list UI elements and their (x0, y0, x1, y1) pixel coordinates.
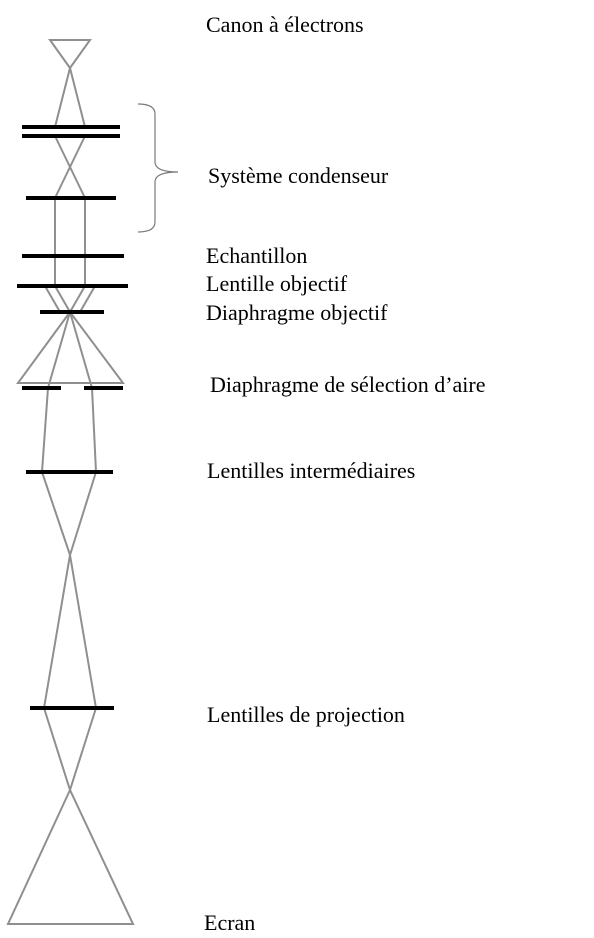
electron-gun-source (48, 39, 92, 70)
label-specimen: Echantillon (206, 243, 308, 268)
intermediate-to-projection-left (43, 554, 71, 709)
intermediate-to-projection-right (69, 554, 97, 709)
label-objective-lens: Lentille objectif (206, 271, 348, 296)
label-objective-aperture: Diaphragme objectif (206, 300, 388, 325)
label-intermediate-lenses: Lentilles intermédiaires (207, 458, 416, 483)
objective-focus-right (69, 285, 86, 313)
objective-inner-right (79, 285, 96, 313)
label-projection-lenses: Lentilles de projection (207, 702, 405, 727)
label-condenser-system: Système condenseur (208, 163, 389, 188)
objective-inner-left (44, 285, 61, 313)
condenser-crossover-right (54, 135, 86, 199)
sad-to-intermediate-right (91, 387, 97, 473)
screen-image-cone (6, 787, 135, 925)
gun-beam-right (69, 67, 86, 128)
objective-focus-left (54, 285, 71, 313)
label-screen: Ecran (204, 910, 256, 935)
objective-to-sad-right (69, 311, 93, 389)
objective-to-sad-left (47, 311, 71, 389)
label-selected-area-aperture: Diaphragme de sélection d’aire (210, 372, 486, 397)
condenser-brace (137, 103, 179, 233)
label-electron-gun: Canon à électrons (206, 12, 364, 37)
objective-image-cone (16, 310, 125, 384)
gun-beam-left (54, 67, 71, 128)
sad-to-intermediate-left (41, 387, 49, 473)
projection-crossover (43, 707, 97, 794)
intermediate-crossover (41, 471, 97, 559)
